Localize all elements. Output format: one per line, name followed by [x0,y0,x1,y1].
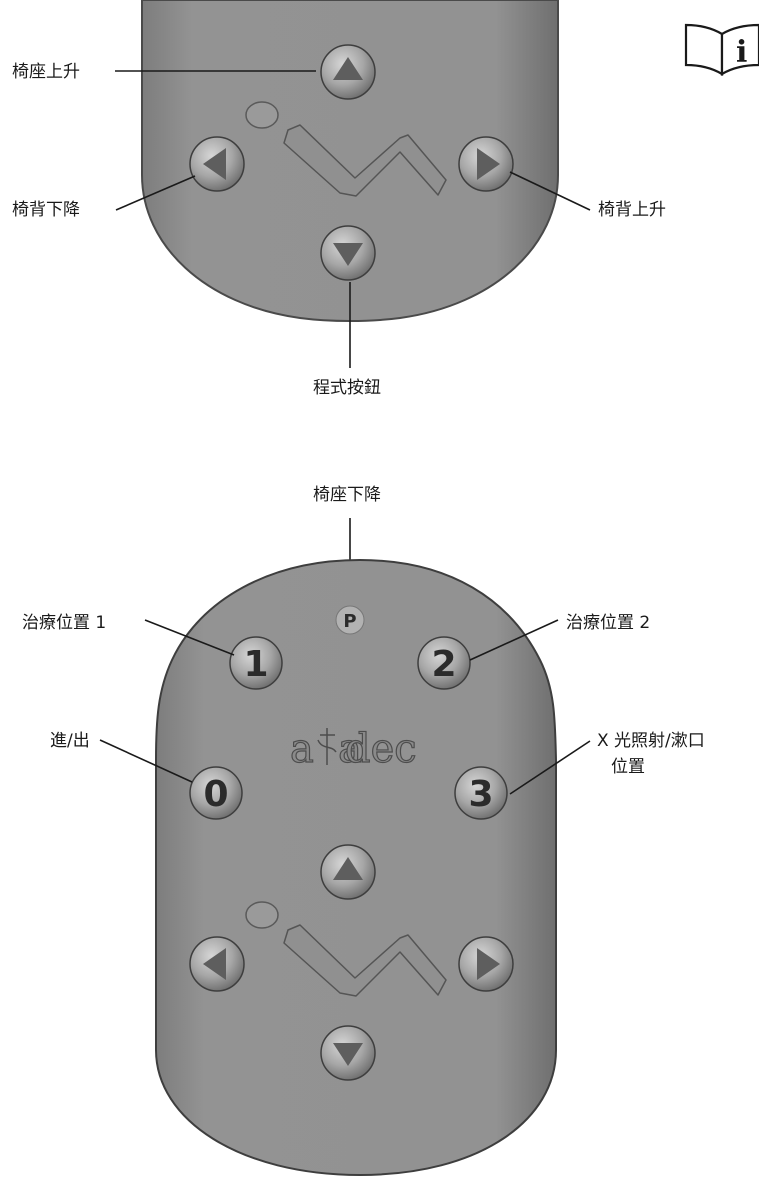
seat-up-button-lower[interactable] [320,844,376,900]
label-back-down: 椅背下降 [12,200,80,220]
label-treatment-2: 治療位置 2 [566,613,650,633]
back-up-button-lower[interactable] [458,936,514,992]
leader-xray [509,740,591,795]
label-seat-up: 椅座上升 [12,62,80,82]
leader-back-down [115,175,196,211]
bottom-keypad: P 1 2 0 3 a a dec [155,558,557,1177]
leader-treatment-2 [469,619,559,661]
back-up-button[interactable] [458,136,514,192]
svg-text:i: i [736,35,747,70]
svg-text:0: 0 [203,774,228,815]
svg-text:a: a [290,726,314,772]
arrow-up-icon [333,857,363,880]
arrow-up-icon [333,57,363,80]
label-entry-exit: 進/出 [50,731,90,751]
label-xray-line2: 位置 [611,757,645,777]
caduceus-icon [317,728,337,765]
back-down-button[interactable] [189,136,245,192]
program-key[interactable]: P [335,605,365,635]
seat-down-button-lower[interactable] [320,1025,376,1081]
leader-treatment-1 [144,619,235,656]
top-keypad [141,0,559,322]
status-led [245,901,279,929]
adec-logo: a a dec [289,725,417,772]
arrow-right-icon [477,148,500,180]
svg-text:3: 3 [468,774,493,815]
svg-text:a: a [338,726,362,772]
key-2[interactable]: 2 [417,636,471,690]
arrow-down-icon [333,1043,363,1066]
seat-down-arrow-button[interactable] [320,225,376,281]
info-book-icon: i [684,23,759,76]
label-xray-line1: X 光照射/漱口 [597,731,705,751]
program-key-label: P [343,611,356,632]
seat-up-button[interactable] [320,44,376,100]
leader-entry-exit [99,739,193,783]
label-program-button: 程式按鈕 [313,378,381,398]
arrow-left-icon [203,148,226,180]
label-back-up: 椅背上升 [598,200,666,220]
svg-text:2: 2 [431,644,456,685]
status-led [245,101,279,129]
label-seat-down: 椅座下降 [313,485,381,505]
svg-text:dec: dec [345,726,417,772]
arrow-left-icon [203,948,226,980]
key-3[interactable]: 3 [454,766,508,820]
svg-text:1: 1 [243,644,268,685]
key-0[interactable]: 0 [189,766,243,820]
leader-back-up [509,171,591,211]
zigzag-groove [283,124,447,197]
arrow-down-icon [333,243,363,266]
key-1[interactable]: 1 [229,636,283,690]
back-down-button-lower[interactable] [189,936,245,992]
arrow-right-icon [477,948,500,980]
zigzag-groove [283,924,447,997]
label-treatment-1: 治療位置 1 [22,613,106,633]
